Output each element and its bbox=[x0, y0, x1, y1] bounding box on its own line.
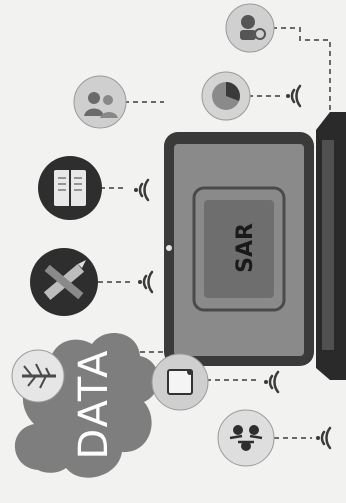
tree-icon bbox=[12, 350, 64, 402]
laptop-keyboard bbox=[322, 140, 334, 350]
connector-top bbox=[272, 28, 330, 118]
sar-label: SAR bbox=[233, 223, 258, 273]
group-icon bbox=[218, 410, 274, 466]
ruler-pencil-icon bbox=[30, 248, 98, 316]
wifi-icon bbox=[286, 86, 300, 106]
people-icon bbox=[74, 76, 126, 128]
wifi-icon bbox=[316, 428, 330, 448]
wifi-icon bbox=[138, 272, 152, 292]
wifi-icon bbox=[134, 180, 148, 200]
cloud-label: DATA bbox=[71, 348, 117, 459]
pie-chart-icon bbox=[202, 72, 250, 120]
person-gear-icon bbox=[226, 4, 274, 52]
note-icon bbox=[152, 354, 208, 410]
laptop: SAR bbox=[164, 112, 346, 380]
wifi-icon bbox=[264, 372, 278, 392]
book-icon bbox=[38, 156, 102, 220]
laptop-camera bbox=[166, 245, 172, 251]
